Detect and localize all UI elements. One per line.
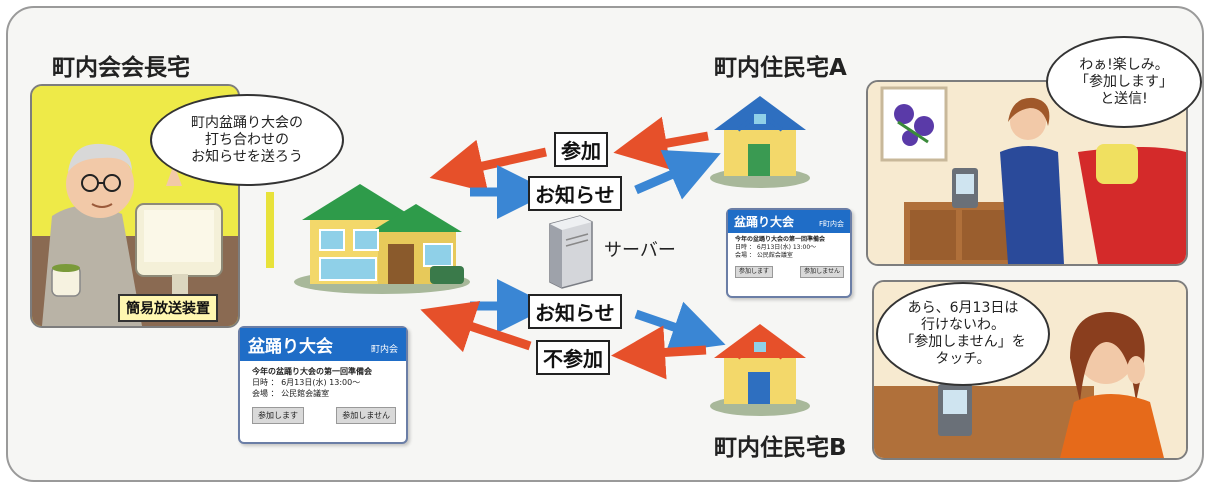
not-attend-arrow-left xyxy=(611,325,707,380)
notice-screen-small-header: 盆踊り大会 F町内会 xyxy=(728,210,850,233)
resident-b-home-heading: 町内住民宅B xyxy=(714,435,847,461)
chairman-home-heading: 町内会会長宅 xyxy=(52,55,190,81)
notice-small-subject: 今年の盆踊り大会の第一回準備会 xyxy=(735,236,826,243)
notice-small-place: 会場 ： 公民館会議室 xyxy=(735,252,793,259)
resident-a-illustration xyxy=(868,82,1186,264)
antenna-bar xyxy=(266,192,274,268)
notice-subject: 今年の盆踊り大会の第一回準備会 xyxy=(252,367,372,376)
attend-label: 参加 xyxy=(554,132,608,167)
attend-arrow-right xyxy=(429,139,547,193)
chairman-speech-bubble: 町内盆踊り大会の 打ち合わせの お知らせを送ろう xyxy=(150,94,344,186)
resident-b-house-illustration xyxy=(710,324,810,416)
attend-button[interactable]: 参加します xyxy=(252,407,304,424)
notice-small-body: 今年の盆踊り大会の第一回準備会 日時 ： 6月13日(水) 13:00〜 会場 … xyxy=(728,233,850,278)
notice-down-label: お知らせ xyxy=(528,294,622,329)
notice-body: 今年の盆踊り大会の第一回準備会 日時 ： 6月13日(水) 13:00〜 会場 … xyxy=(240,361,406,424)
notice-screen-main-header: 盆踊り大会 町内会 xyxy=(240,328,406,361)
notice-screen-small: 盆踊り大会 F町内会 今年の盆踊り大会の第一回準備会 日時 ： 6月13日(水)… xyxy=(726,208,852,298)
server-label: サーバー xyxy=(604,240,676,261)
notice-small-title: 盆踊り大会 xyxy=(734,215,795,229)
notice-place: 会場 ： 公民館会議室 xyxy=(252,389,330,398)
small-attend-button[interactable]: 参加します xyxy=(735,266,774,278)
chairman-house-illustration xyxy=(294,184,470,294)
attend-arrow-left xyxy=(613,116,709,170)
notice-screen-main: 盆踊り大会 町内会 今年の盆踊り大会の第一回準備会 日時 ： 6月13日(水) … xyxy=(238,326,408,444)
server-icon xyxy=(549,215,593,289)
resident-a-house-illustration xyxy=(710,96,810,188)
resident-a-home-heading: 町内住民宅A xyxy=(714,55,847,81)
decline-button[interactable]: 参加しません xyxy=(336,407,396,424)
notice-org: 町内会 xyxy=(370,345,398,355)
not-attend-arrow-right xyxy=(420,300,532,353)
notice-title: 盆踊り大会 xyxy=(248,337,333,357)
resident-a-speech-bubble: わぁ!楽しみ。 「参加します」 と送信! xyxy=(1046,36,1202,128)
small-decline-button[interactable]: 参加しません xyxy=(800,266,844,278)
notice-up-label: お知らせ xyxy=(528,176,622,211)
chairman-illustration xyxy=(32,86,238,326)
chairman-scene xyxy=(30,84,240,328)
notice-down-arrow-right xyxy=(634,301,726,353)
notice-small-org: F町内会 xyxy=(818,220,844,228)
notice-date: 日時 ： 6月13日(水) 13:00〜 xyxy=(252,378,361,387)
not-attend-label: 不参加 xyxy=(536,340,610,375)
notice-up-arrow-right xyxy=(634,149,721,200)
resident-b-speech-bubble: あら、6月13日は 行けないわ。 「参加しません」を タッチ。 xyxy=(876,282,1050,386)
simple-broadcast-device-tag: 簡易放送装置 xyxy=(118,294,218,322)
notice-small-date: 日時 ： 6月13日(水) 13:00〜 xyxy=(735,244,817,251)
resident-a-scene xyxy=(866,80,1188,266)
